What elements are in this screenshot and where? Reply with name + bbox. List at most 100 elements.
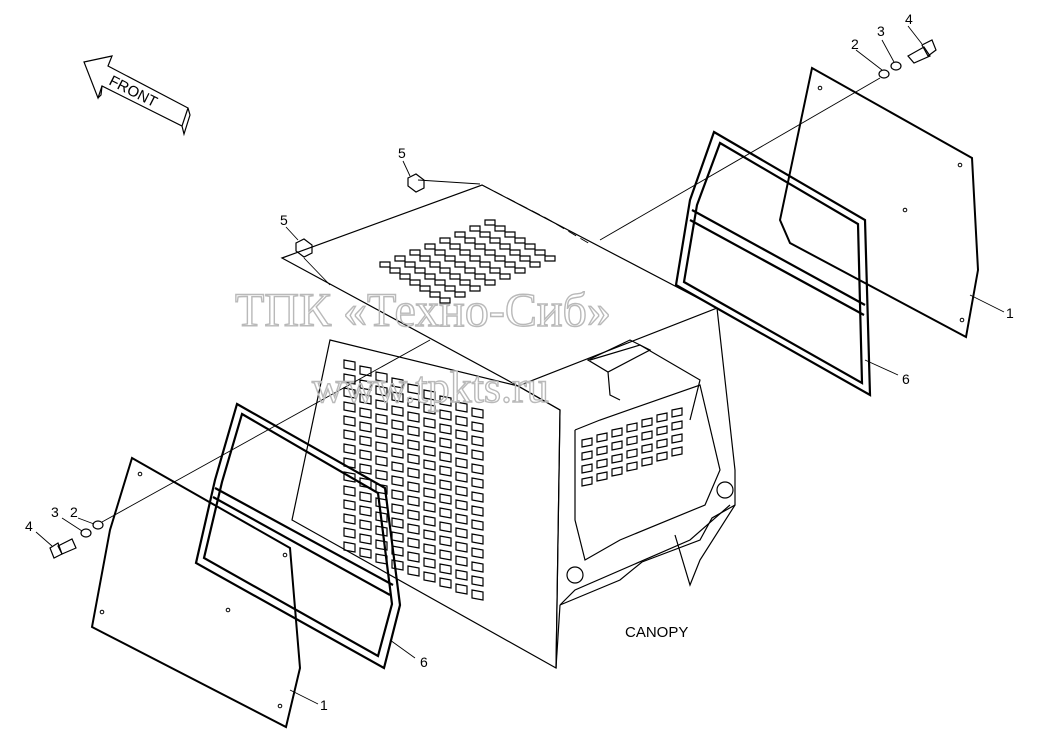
vent-slot <box>544 255 556 262</box>
vent-slot <box>359 547 372 559</box>
vent-slot <box>439 563 452 575</box>
vent-slot <box>429 261 441 268</box>
vent-slot <box>439 493 452 505</box>
vent-slot <box>423 417 436 429</box>
vent-slot <box>399 273 411 280</box>
vent-slot <box>375 385 388 397</box>
vent-slot <box>596 471 608 482</box>
vent-slot <box>419 255 431 262</box>
vent-slot <box>581 476 593 487</box>
vent-slot <box>455 541 468 553</box>
vent-slot <box>423 543 436 555</box>
vent-slot <box>471 491 484 503</box>
vent-slot <box>343 541 356 553</box>
vent-slot <box>626 435 638 446</box>
vent-slot <box>454 291 466 298</box>
vent-slot <box>509 249 521 256</box>
vent-slot <box>656 412 668 423</box>
vent-slot <box>409 249 421 256</box>
vent-slot <box>471 547 484 559</box>
vent-slot <box>656 438 668 449</box>
vent-slot <box>439 549 452 561</box>
vent-slot <box>343 373 356 385</box>
vent-slot <box>439 535 452 547</box>
vent-slot <box>423 403 436 415</box>
left-fasteners <box>49 339 431 559</box>
vent-slot <box>423 571 436 583</box>
vent-slot <box>407 551 420 563</box>
vent-slot <box>449 273 461 280</box>
vent-slot <box>455 401 468 413</box>
nut-left <box>295 238 331 286</box>
vent-slot <box>469 255 481 262</box>
callout-6-left: 6 <box>420 654 428 670</box>
right-fasteners <box>599 39 937 241</box>
vent-slot <box>375 469 388 481</box>
vent-slot <box>471 421 484 433</box>
vent-slot <box>534 249 546 256</box>
vent-slot <box>499 243 511 250</box>
vent-slot <box>391 489 404 501</box>
vent-slot <box>434 249 446 256</box>
vent-slot <box>471 407 484 419</box>
vent-slot <box>455 527 468 539</box>
vent-slot <box>455 457 468 469</box>
vent-slot <box>494 255 506 262</box>
vent-slot <box>391 405 404 417</box>
vent-slot <box>407 495 420 507</box>
vent-slot <box>343 457 356 469</box>
vent-slot <box>391 517 404 529</box>
vent-slot <box>455 415 468 427</box>
callout-5-top: 5 <box>398 145 406 161</box>
vent-slot <box>439 437 452 449</box>
vent-slot <box>464 237 476 244</box>
vent-slot <box>581 437 593 448</box>
vent-slot <box>359 393 372 405</box>
vent-slot <box>359 407 372 419</box>
vent-slot <box>423 459 436 471</box>
vent-slot <box>581 450 593 461</box>
callout-6-right: 6 <box>902 371 910 387</box>
vent-slot <box>419 285 431 292</box>
vent-slot <box>514 267 526 274</box>
vent-slot <box>414 267 426 274</box>
vent-slot <box>389 267 401 274</box>
vent-slot <box>494 225 506 232</box>
vent-slot <box>391 545 404 557</box>
vent-slot <box>423 515 436 527</box>
vent-slot <box>407 411 420 423</box>
vent-slot <box>407 383 420 395</box>
vent-slot <box>471 533 484 545</box>
vent-slot <box>454 261 466 268</box>
vent-slot <box>439 577 452 589</box>
vent-slot <box>455 429 468 441</box>
vent-slot <box>407 397 420 409</box>
vent-slot <box>474 273 486 280</box>
vent-slot <box>671 446 683 457</box>
vent-slot <box>626 461 638 472</box>
vent-slot <box>459 279 471 286</box>
vent-slot <box>641 443 653 454</box>
vent-slot <box>455 499 468 511</box>
vent-slot <box>423 445 436 457</box>
vent-slot <box>471 561 484 573</box>
vent-slot <box>359 421 372 433</box>
right-panel <box>778 66 980 339</box>
vent-slot <box>504 261 516 268</box>
vent-slot <box>455 443 468 455</box>
vent-slot <box>343 429 356 441</box>
callout-2-left: 2 <box>70 504 78 520</box>
vent-slot <box>375 371 388 383</box>
callout-3-left: 3 <box>51 504 59 520</box>
vent-slot <box>439 479 452 491</box>
vent-slot <box>439 409 452 421</box>
vent-slot <box>489 267 501 274</box>
vent-slot <box>391 475 404 487</box>
vent-slot <box>423 431 436 443</box>
vent-slot <box>404 261 416 268</box>
vent-slot <box>439 465 452 477</box>
vent-slot <box>407 537 420 549</box>
canopy-body <box>280 184 736 670</box>
vent-slot <box>611 466 623 477</box>
vent-slot <box>375 399 388 411</box>
